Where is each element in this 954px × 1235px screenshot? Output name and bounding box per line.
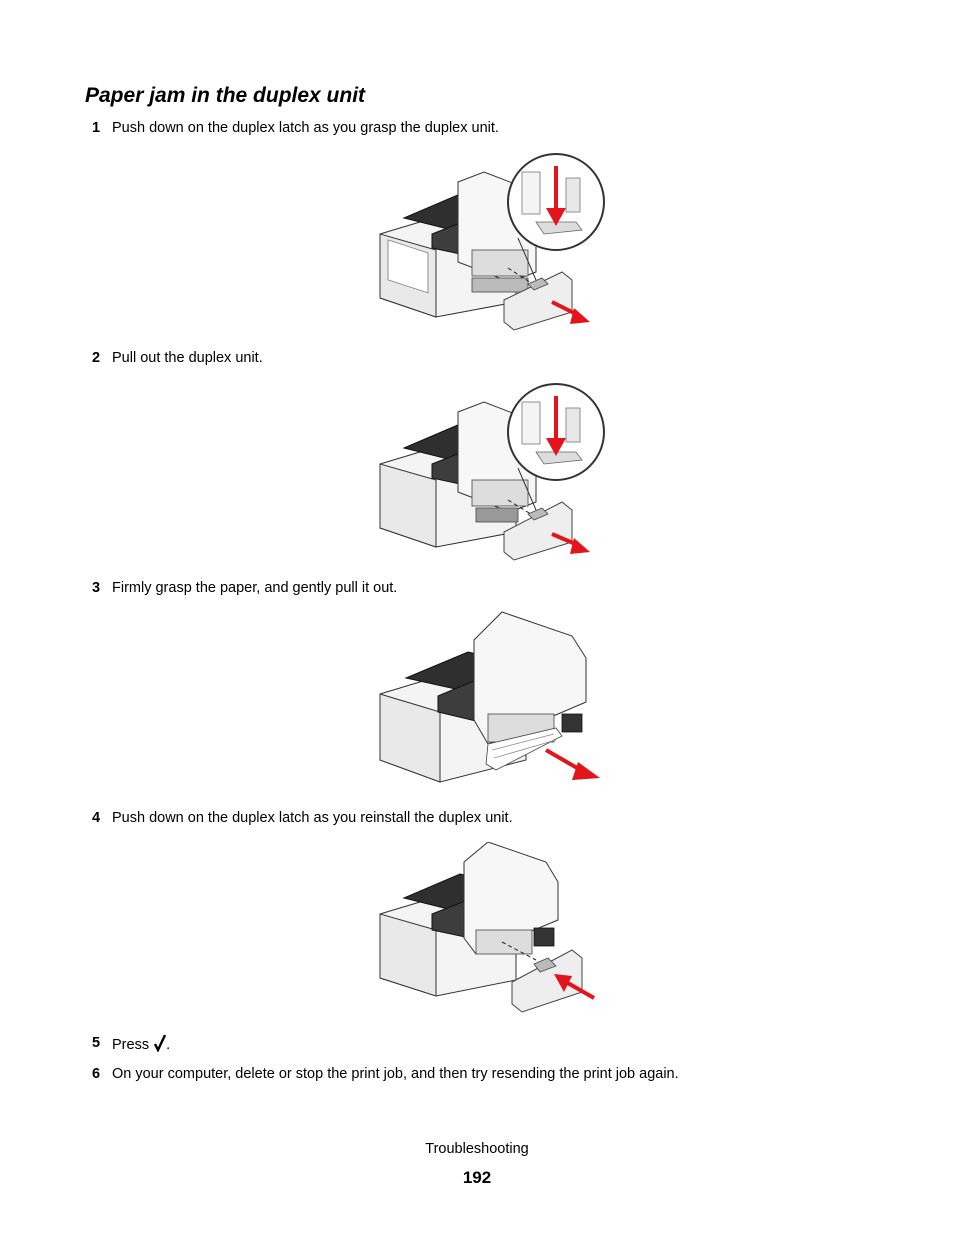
figure-reinstall-duplex bbox=[376, 842, 600, 1016]
step-number: 3 bbox=[92, 580, 101, 596]
page-number: 192 bbox=[462, 1168, 492, 1187]
step-text: Push down on the duplex latch as you rei… bbox=[112, 810, 513, 826]
step-number: 4 bbox=[92, 810, 101, 826]
step-text: Press bbox=[112, 1037, 150, 1053]
figure-duplex-latch-grasp bbox=[376, 152, 608, 332]
step-number: 5 bbox=[92, 1035, 101, 1051]
step-number: 6 bbox=[92, 1066, 101, 1082]
step-number: 2 bbox=[92, 350, 101, 366]
figure-pull-paper bbox=[376, 610, 608, 790]
step-text-end: . bbox=[166, 1037, 171, 1053]
step-text: Push down on the duplex latch as you gra… bbox=[112, 120, 499, 136]
page-title: Paper jam in the duplex unit bbox=[85, 84, 366, 107]
step-text-wrap: Press . bbox=[112, 1034, 170, 1057]
step-number: 1 bbox=[92, 120, 101, 136]
step-text: Pull out the duplex unit. bbox=[112, 350, 263, 366]
checkmark-icon bbox=[154, 1034, 167, 1057]
figure-duplex-pull-out bbox=[376, 380, 608, 562]
step-text: On your computer, delete or stop the pri… bbox=[112, 1066, 679, 1082]
footer-section: Troubleshooting bbox=[425, 1141, 529, 1157]
step-text: Firmly grasp the paper, and gently pull … bbox=[112, 580, 398, 596]
